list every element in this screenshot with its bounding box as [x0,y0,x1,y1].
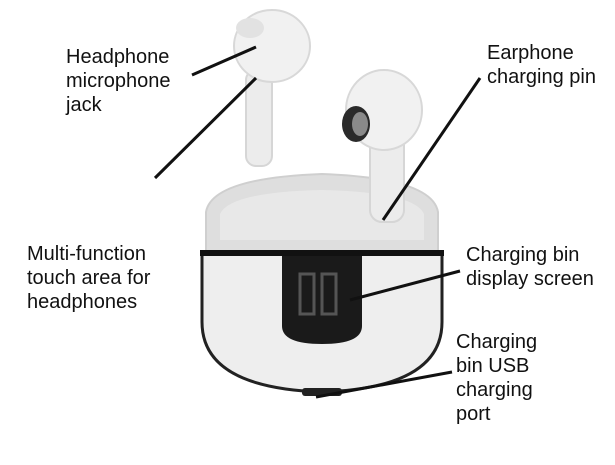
label-line: display screen [466,268,594,290]
label-line: port [456,403,491,425]
label-line: Earphone [487,42,574,64]
label-charging-pin: Earphone charging pin [487,41,596,89]
label-display-screen: Charging bin display screen [466,243,594,291]
label-line: Charging [456,331,538,353]
label-line: microphone [66,70,171,92]
label-line: jack [66,94,102,116]
label-line: charging pin [487,66,596,88]
label-line: headphones [27,291,138,313]
label-line: touch area for [27,267,151,289]
label-line: Multi-function [27,243,146,265]
left-earbud [233,9,311,167]
screen-digit-right [320,272,338,316]
left-earbud-speaker [236,18,264,38]
label-line: bin USB [456,355,530,377]
label-line: charging [456,379,533,401]
screen-digit-left [298,272,316,316]
leader-display-screen [349,269,461,302]
leader-mic-jack-a [191,45,257,77]
right-earbud [342,69,423,223]
leader-charging-pin [381,77,482,221]
label-touch-area: Multi-function touch area for headphones [27,242,150,314]
label-line: Headphone [66,46,170,68]
label-usb-port: Charging bin USB charging port [456,330,537,426]
leader-mic-jack-b [153,76,258,180]
label-microphone-jack: Headphone microphone jack [66,45,171,117]
right-earbud-nozzle-inner [352,112,368,136]
label-line: Charging bin [466,244,580,266]
leader-usb-port [315,370,453,399]
